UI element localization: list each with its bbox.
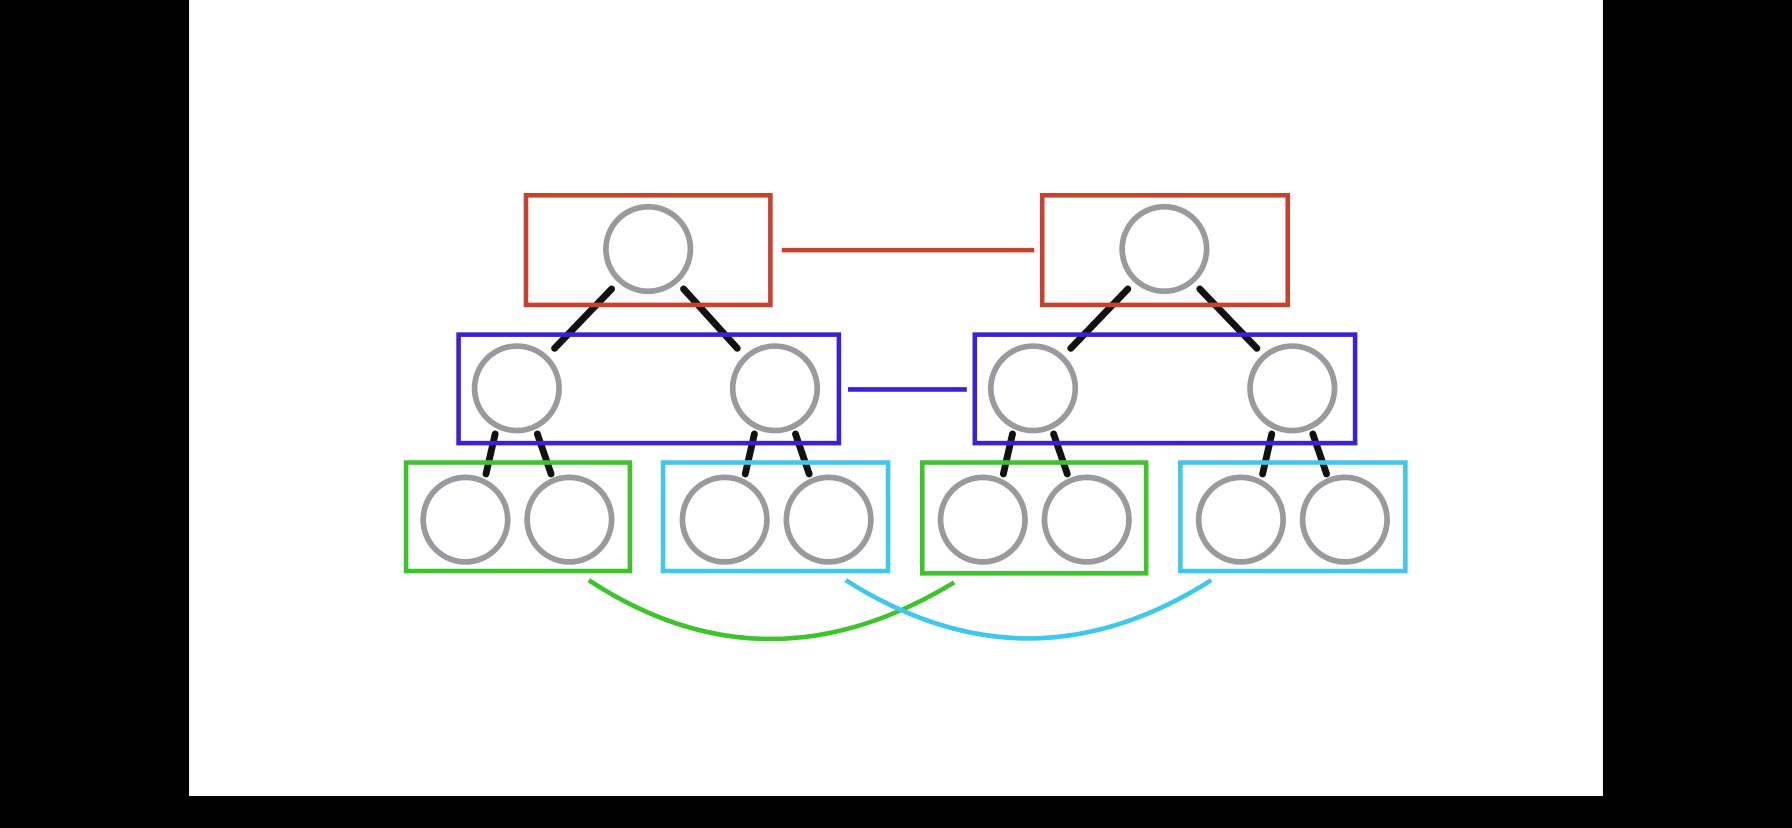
cyan-link-curve <box>844 578 1213 641</box>
edge <box>1067 285 1132 352</box>
tree-edges <box>482 285 1330 478</box>
tree-nodes <box>420 203 1390 565</box>
leaf-node <box>1195 474 1287 565</box>
middle-node <box>471 343 562 434</box>
edge <box>1259 430 1276 478</box>
leaf-box-green-2 <box>919 460 1149 576</box>
edge <box>1196 285 1261 352</box>
leaf-node <box>420 474 511 565</box>
leaf-node <box>679 474 770 565</box>
edge <box>533 430 555 478</box>
leaf-box-cyan-1 <box>660 460 891 574</box>
edge <box>999 430 1016 478</box>
middle-node <box>729 343 821 434</box>
edge <box>792 430 813 478</box>
canvas <box>189 0 1603 797</box>
middle-box-right <box>972 332 1358 446</box>
middle-node <box>987 343 1079 434</box>
leaf-node <box>937 474 1028 565</box>
leaf-node <box>783 474 874 565</box>
root-box-right <box>1039 193 1291 308</box>
middle-box-left <box>456 332 842 446</box>
edge <box>680 285 741 352</box>
leaf-node <box>1041 474 1132 565</box>
leaf-node <box>524 474 615 565</box>
edge <box>1050 430 1071 478</box>
leaf-node <box>1299 474 1390 565</box>
edge <box>741 430 758 478</box>
leaf-box-green-1 <box>403 460 633 574</box>
root-node <box>1119 203 1210 295</box>
edge <box>551 285 616 352</box>
root-box-left <box>523 193 773 308</box>
middle-node <box>1247 343 1338 434</box>
edge <box>1309 430 1330 478</box>
root-node <box>603 203 694 295</box>
leaf-box-cyan-2 <box>1178 460 1408 574</box>
edge <box>482 430 499 478</box>
